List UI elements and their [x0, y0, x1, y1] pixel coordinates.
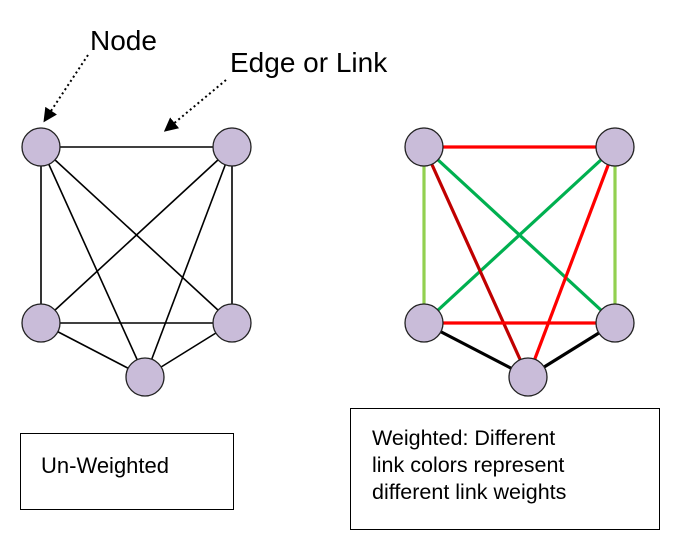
unweighted-node-top-right: [212, 127, 252, 167]
node-annotation-arrow: [43, 54, 89, 123]
weighted-node-middle-left: [404, 303, 444, 343]
weighted-edge-top-right-to-middle-left: [422, 145, 617, 325]
unweighted-node-middle-right: [212, 303, 252, 343]
unweighted-caption-box: Un-Weighted: [20, 433, 234, 510]
weighted-edges: [422, 145, 617, 379]
weighted-edge-top-left-to-bottom: [422, 146, 530, 378]
node-annotation-label: Node: [90, 25, 157, 56]
weighted-node-middle-right: [595, 303, 635, 343]
unweighted-caption-text: Un-Weighted: [41, 453, 169, 478]
weighted-caption-box: Weighted: Different link colors represen…: [350, 408, 660, 530]
weighted-caption-line: Weighted: Different: [372, 426, 556, 450]
unweighted-node-top-left: [21, 127, 61, 167]
unweighted-edge-top-left-to-bottom: [40, 146, 146, 378]
weighted-graph: [404, 127, 635, 397]
weighted-caption-line: different link weights: [372, 480, 567, 504]
unweighted-node-bottom: [125, 357, 165, 397]
weighted-nodes: [404, 127, 635, 397]
weighted-node-top-right: [595, 127, 635, 167]
edge-annotation-arrow: [163, 79, 227, 132]
unweighted-nodes: [21, 127, 252, 397]
weighted-node-top-left: [404, 127, 444, 167]
unweighted-edge-top-right-to-middle-left: [40, 146, 233, 324]
unweighted-edges: [40, 146, 233, 378]
weighted-edge-top-right-to-bottom: [526, 146, 617, 378]
weighted-node-bottom: [508, 357, 548, 397]
edge-annotation-label: Edge or Link: [230, 47, 388, 78]
weighted-caption-line: link colors represent: [372, 453, 565, 477]
unweighted-node-middle-left: [21, 303, 61, 343]
unweighted-graph: [21, 127, 252, 397]
unweighted-edge-top-right-to-bottom: [144, 146, 233, 378]
